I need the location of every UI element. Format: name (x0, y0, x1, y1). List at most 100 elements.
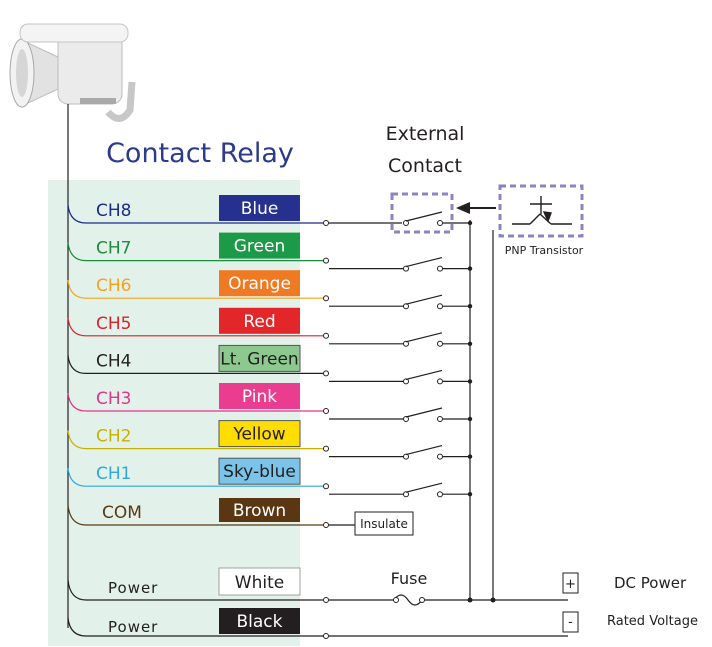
switch-contact-dot (437, 378, 443, 385)
signal-arrow (456, 202, 496, 214)
black-color-label: Black (237, 612, 283, 632)
channel-label: CH4 (96, 351, 131, 371)
switch-contact-dot (403, 340, 409, 347)
wire-color-box (219, 270, 300, 297)
channel-row-ch5: CH5 Red (67, 307, 473, 347)
switch-contact-dot (437, 220, 443, 226)
channel-label: CH1 (96, 464, 131, 484)
switch-contact-dot (437, 453, 443, 460)
minus-symbol: - (568, 615, 573, 630)
channel-wire (67, 392, 323, 412)
horn-speaker-image (9, 23, 136, 122)
switch-icon (405, 211, 443, 222)
power-row-negative: Power Black - Rated Voltage (67, 608, 698, 639)
white-color-box (218, 567, 301, 596)
channel-wire (67, 317, 323, 337)
minus-terminal (562, 611, 579, 633)
wire-color-box (219, 195, 300, 221)
switch-contact-dot (437, 491, 443, 498)
channel-wire (67, 355, 323, 374)
channel-wire (67, 204, 323, 224)
white-color-label: White (235, 573, 284, 593)
channel-row-ch7: CH7 Green (67, 232, 473, 272)
switch-contact-dot (403, 378, 409, 385)
channel-row-ch4: CH4 Lt. Green (67, 344, 473, 385)
wire-color-label: Green (234, 237, 285, 257)
terminal-dot (323, 257, 329, 264)
switch-contact-dot (403, 265, 409, 272)
switch-icon (405, 257, 443, 268)
plus-symbol: + (565, 577, 576, 592)
switch-contact-dot (403, 303, 409, 310)
channel-row-ch2: CH2 Yellow (67, 420, 473, 460)
channel-label: CH2 (96, 427, 131, 447)
pnp-transistor-box (498, 184, 584, 238)
switch-contact-dot (437, 303, 443, 310)
diagram-title: Contact Relay (106, 138, 294, 169)
wire-color-label: Lt. Green (220, 349, 298, 369)
wire-color-label: Sky-blue (223, 462, 296, 482)
switch-contact-dot (403, 220, 409, 226)
external-contact-label-line1: External (386, 123, 465, 145)
wire-color-label: Pink (242, 387, 277, 407)
switch-contact-dot (437, 340, 443, 347)
insulate-box (354, 511, 414, 536)
fuse-icon (393, 594, 423, 606)
channel-wire (67, 430, 323, 450)
channel-label: CH6 (96, 276, 131, 296)
channel-label: CH5 (96, 314, 131, 334)
power-row-positive: Fuse Power White + DC Power (67, 567, 687, 606)
plus-terminal (562, 572, 579, 594)
pnp-transistor-icon (512, 196, 572, 225)
switch-contact-dot (403, 416, 409, 422)
switch-icon (405, 482, 443, 493)
channel-label: CH3 (96, 389, 131, 409)
switch-contact-dot (437, 416, 443, 422)
fuse-label: Fuse (391, 569, 428, 588)
channel-label: CH8 (96, 201, 131, 221)
dc-power-label: DC Power (614, 574, 687, 592)
channel-wire (67, 280, 323, 299)
terminal-dot (323, 483, 329, 490)
terminal-dot (323, 408, 329, 414)
black-color-box (219, 608, 300, 634)
terminal-dot (323, 220, 329, 226)
channel-row-ch1: CH1 Sky-blue (67, 457, 473, 498)
external-contact-box (390, 192, 454, 234)
wire-color-box (219, 307, 300, 334)
power-positive-label: Power (108, 579, 158, 597)
com-color-box (219, 498, 300, 522)
switch-icon (405, 407, 443, 418)
switch-contact-dot (437, 265, 443, 272)
external-contact-label-line2: Contact (388, 155, 462, 177)
terminal-dot (323, 332, 329, 339)
wire-color-label: Orange (228, 274, 291, 294)
wire-color-label: Red (243, 312, 275, 332)
switch-contact-dot (403, 453, 409, 460)
wire-color-box (218, 457, 301, 485)
channel-wire (67, 242, 323, 262)
wire-color-label: Yellow (232, 425, 285, 445)
switch-icon (405, 332, 443, 343)
pnp-transistor-label: PNP Transistor (505, 244, 584, 257)
switch-contact-dot (403, 491, 409, 498)
wire-color-box (219, 232, 300, 259)
channel-label: CH7 (96, 239, 131, 259)
wire-color-label: Blue (241, 199, 279, 219)
wire-color-box (218, 420, 301, 448)
terminal-dot (323, 370, 329, 377)
channel-row-ch8: CH8 Blue (67, 195, 473, 226)
rated-voltage-label: Rated Voltage (607, 614, 698, 629)
terminal-dot (323, 445, 329, 452)
wire-color-box (219, 383, 300, 409)
switch-icon (405, 294, 443, 305)
power-negative-label: Power (108, 618, 158, 636)
com-label: COM (102, 503, 142, 523)
channel-row-ch6: CH6 Orange (67, 270, 473, 310)
insulate-label: Insulate (360, 517, 408, 531)
channel-wire (67, 468, 323, 487)
com-row: Insulate COM Brown (67, 498, 414, 536)
switch-icon (405, 369, 443, 380)
channel-row-ch3: CH3 Pink (67, 383, 473, 422)
